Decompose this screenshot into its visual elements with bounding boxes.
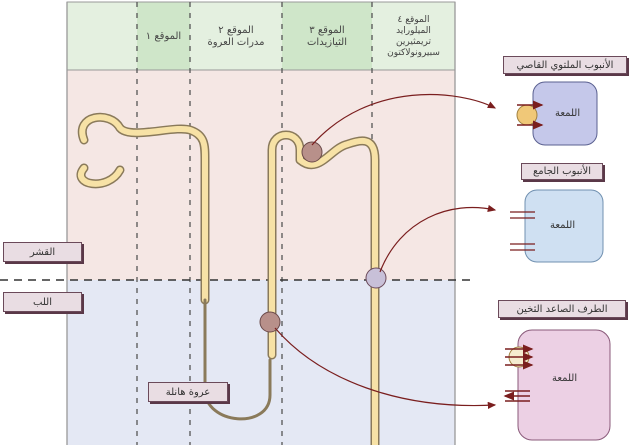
tal-lumen-label: اللمعة — [552, 373, 578, 384]
header-band — [66, 1, 456, 71]
dct-cell — [516, 81, 598, 146]
collecting-title: الأنبوب الجامع — [521, 163, 603, 180]
dct-title: الأنبوب الملتوي القاصي — [503, 56, 627, 74]
cortex-label: القشر — [3, 242, 82, 262]
site4-drug: سبيرونولاكتون — [387, 48, 440, 58]
tal-cell — [503, 329, 611, 441]
site1-label: الموقع ١ — [145, 31, 182, 42]
loop-of-henle-label: عروة هانلة — [148, 382, 228, 402]
dct-transporter-marker — [301, 141, 323, 163]
callout-arrows — [274, 93, 497, 409]
site4-drug: الميلورايد — [396, 26, 431, 36]
site1-header: الموقع ١ — [137, 6, 190, 68]
tal-transporter-marker — [259, 311, 281, 333]
medulla-label: اللب — [3, 292, 82, 312]
dct-lumen-label: اللمعة — [555, 108, 581, 119]
site3-drug: الثيازيدات — [307, 37, 347, 48]
site2-label: الموقع ٢ — [218, 25, 254, 36]
collecting-cell — [510, 189, 604, 263]
medulla-region — [67, 280, 455, 445]
collecting-lumen-label: اللمعة — [550, 220, 576, 231]
tal-title: الطرف الصاعد الثخين — [498, 300, 626, 318]
nephron-tubule — [76, 112, 380, 445]
collecting-transporter-marker — [365, 267, 387, 289]
site3-label: الموقع ٣ — [309, 25, 345, 36]
site4-label: الموقع ٤ — [397, 15, 430, 25]
cortex-region — [67, 70, 455, 280]
site4-drug: تريمثيرين — [396, 37, 431, 47]
site2-drug: مدرات العروة — [207, 37, 265, 48]
